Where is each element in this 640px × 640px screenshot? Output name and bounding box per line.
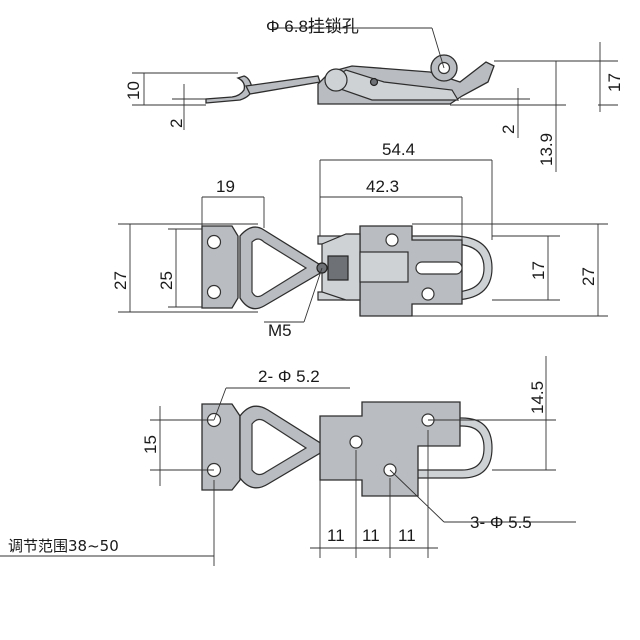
dim-17-mid: 17 bbox=[529, 261, 548, 280]
dim-2-left: 2 bbox=[167, 119, 186, 128]
dim-25: 25 bbox=[157, 271, 176, 290]
body-plate bbox=[359, 225, 463, 317]
side-hook bbox=[205, 75, 253, 104]
dim-14-5: 14.5 bbox=[528, 381, 547, 414]
hole-5-5-b bbox=[349, 435, 363, 449]
dim-2-right: 2 bbox=[499, 125, 518, 134]
top-view-dimensions: 54.4 42.3 19 27 25 17 27 M5 bbox=[111, 140, 608, 340]
dim-11-a: 11 bbox=[327, 526, 345, 545]
body-hole-1 bbox=[385, 233, 399, 247]
bottom-view-dimensions: 2- Φ 5.2 15 14.5 3- Φ 5.5 11 11 11 调节范围3… bbox=[0, 356, 576, 566]
hook-hole-1 bbox=[206, 234, 222, 250]
dim-54-4: 54.4 bbox=[382, 140, 415, 159]
adjust-nut bbox=[327, 255, 349, 281]
dim-19: 19 bbox=[216, 177, 235, 196]
holes-5-5-label: 3- Φ 5.5 bbox=[470, 513, 532, 532]
dim-17-top: 17 bbox=[605, 73, 624, 92]
hook-hole-2 bbox=[206, 284, 222, 300]
bottom-view bbox=[201, 401, 493, 497]
dim-42-3: 42.3 bbox=[366, 177, 399, 196]
lever-bracket bbox=[359, 251, 409, 283]
dim-15: 15 bbox=[141, 435, 160, 454]
dim-11-c: 11 bbox=[398, 526, 416, 545]
holes-5-2-label: 2- Φ 5.2 bbox=[258, 367, 320, 386]
body-hole-2 bbox=[421, 287, 435, 301]
dim-27-right: 27 bbox=[579, 267, 598, 286]
body-slot bbox=[415, 261, 463, 275]
dim-27-left: 27 bbox=[111, 271, 130, 290]
adjust-range-label: 调节范围38~50 bbox=[8, 537, 119, 555]
m5-label: M5 bbox=[268, 321, 292, 340]
dim-10: 10 bbox=[124, 81, 143, 100]
top-hole-label: Φ 6.8挂锁孔 bbox=[266, 17, 359, 36]
hook-loop-inner bbox=[251, 238, 308, 298]
dim-11-b: 11 bbox=[362, 526, 380, 545]
dim-13-9: 13.9 bbox=[537, 133, 556, 166]
hook-loop-bottom-inner bbox=[251, 418, 308, 476]
side-dimensions: Φ 6.8挂锁孔 10 2 17 2 13.9 bbox=[124, 17, 624, 172]
side-lever bbox=[324, 69, 460, 101]
side-view bbox=[205, 54, 495, 105]
top-view bbox=[201, 225, 493, 317]
side-wire bbox=[245, 75, 321, 95]
side-pivot bbox=[324, 68, 348, 92]
side-rivet bbox=[369, 77, 379, 87]
